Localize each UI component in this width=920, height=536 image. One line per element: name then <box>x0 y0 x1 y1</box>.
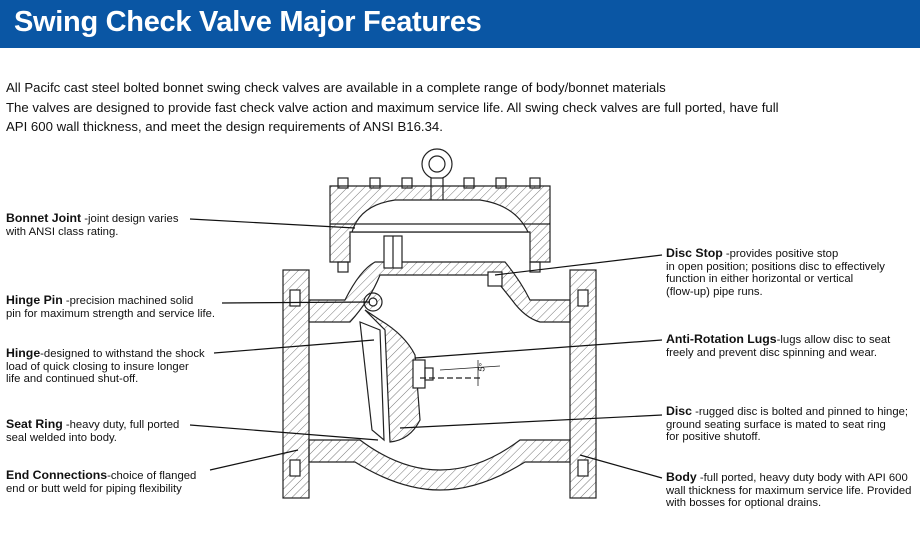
valve-body-part <box>282 261 597 499</box>
callout-text: in open position; positions disc to effe… <box>666 260 885 273</box>
callout-text: with ANSI class rating. <box>6 225 119 238</box>
callout-body: Body -full ported, heavy duty body with … <box>666 471 911 510</box>
callout-text: life and continued shut-off. <box>6 373 139 386</box>
leader-lines <box>189 218 663 479</box>
callout-text: -precision machined solid <box>62 295 194 307</box>
callout-label: Seat Ring <box>6 417 63 431</box>
callout-text: load of quick closing to insure longer <box>6 360 189 373</box>
callout-bonnet-joint: Bonnet Joint -joint design varies with A… <box>6 212 178 238</box>
callout-seat-ring: Seat Ring -heavy duty, full ported seal … <box>6 418 179 444</box>
angle-label: 5° <box>476 362 487 373</box>
callout-text: ground seating surface is mated to seat … <box>666 418 886 431</box>
callout-label: Hinge <box>6 346 41 360</box>
callout-text: function in either horizontal or vertica… <box>666 273 854 286</box>
leader-line-hinge <box>213 339 375 354</box>
callout-label: Body <box>666 470 697 484</box>
callout-text: with bosses for optional drains. <box>666 497 822 510</box>
callout-text: -provides positive stop <box>722 248 839 260</box>
callout-text: for positive shutoff. <box>666 431 761 444</box>
intro-paragraph: All Pacifc cast steel bolted bonnet swin… <box>6 78 906 137</box>
intro-line: API 600 wall thickness, and meet the des… <box>6 119 443 134</box>
callout-hinge: Hinge-designed to withstand the shock lo… <box>6 347 205 386</box>
callout-text: -full ported, heavy duty body with API 6… <box>696 472 908 484</box>
callout-label: Disc Stop <box>666 246 723 260</box>
intro-line: All Pacifc cast steel bolted bonnet swin… <box>6 80 666 95</box>
leader-line-end-connections <box>209 449 299 471</box>
callout-text: -rugged disc is bolted and pinned to hin… <box>691 406 909 418</box>
callout-label: Hinge Pin <box>6 293 63 307</box>
callout-text: freely and prevent disc spinning and wea… <box>666 346 878 359</box>
page-header: Swing Check Valve Major Features <box>0 0 920 48</box>
callout-text: -lugs allow disc to seat <box>776 334 891 346</box>
callout-disc: Disc -rugged disc is bolted and pinned t… <box>666 405 908 444</box>
callout-text: seal welded into body. <box>6 431 117 444</box>
leader-line-seat-ring <box>189 424 379 441</box>
intro-line: The valves are designed to provide fast … <box>6 99 779 115</box>
bonnet-part <box>329 177 551 273</box>
callout-hinge-pin: Hinge Pin -precision machined solid pin … <box>6 294 215 320</box>
leader-line-anti-rotation <box>414 339 663 359</box>
callout-disc-stop: Disc Stop -provides positive stop in ope… <box>666 247 885 298</box>
callout-text: (flow-up) pipe runs. <box>666 285 763 298</box>
callout-text: -choice of flanged <box>107 470 197 482</box>
leader-line-disc-stop <box>494 254 663 276</box>
callout-text: -designed to withstand the shock <box>40 348 205 360</box>
hinge-and-disc-part <box>359 235 434 443</box>
callout-label: Disc <box>666 404 692 418</box>
callout-anti-rotation-lugs: Anti-Rotation Lugs-lugs allow disc to se… <box>666 333 890 359</box>
leader-line-bonnet-joint <box>189 218 356 229</box>
callout-text: -joint design varies <box>81 213 179 225</box>
leader-line-body <box>579 454 663 479</box>
callout-label: Anti-Rotation Lugs <box>666 332 777 346</box>
callout-text: wall thickness for maximum service life.… <box>666 484 912 497</box>
callout-end-connections: End Connections-choice of flanged end or… <box>6 469 196 495</box>
callout-label: End Connections <box>6 468 108 482</box>
callout-text: end or butt weld for piping flexibility <box>6 482 182 495</box>
page-title: Swing Check Valve Major Features <box>14 6 482 38</box>
callout-text: pin for maximum strength and service lif… <box>6 307 216 320</box>
leader-line-hinge-pin <box>221 301 371 304</box>
callout-label: Bonnet Joint <box>6 211 82 225</box>
callout-text: -heavy duty, full ported <box>62 419 180 431</box>
leader-line-disc <box>399 414 663 429</box>
